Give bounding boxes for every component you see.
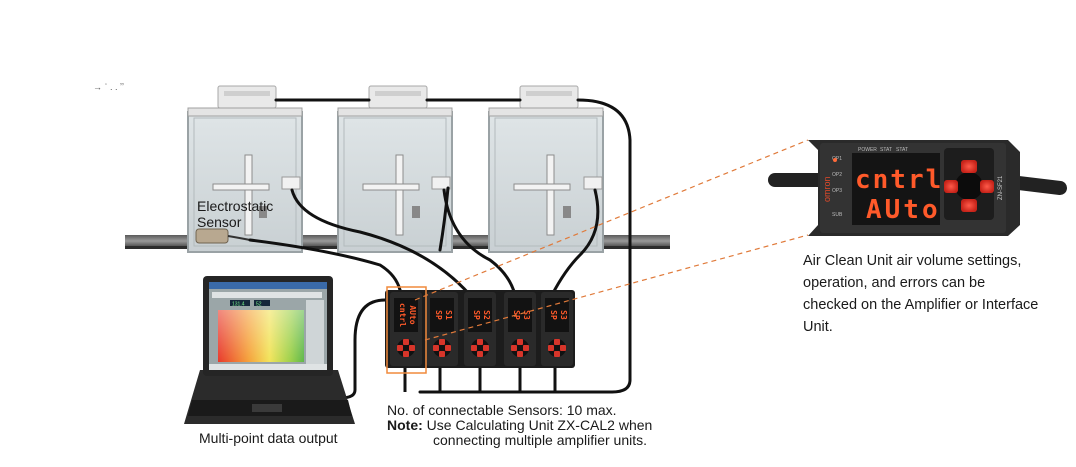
amplifier-unit-display-text: cntrl bbox=[398, 303, 407, 327]
amplifier-unit-display-text: S3 bbox=[522, 310, 531, 320]
amplifier-unit-key bbox=[554, 351, 560, 357]
connectable-sensors-text: No. of connectable Sensors: 10 max. bbox=[387, 402, 617, 418]
amplifier-unit-key bbox=[560, 345, 566, 351]
closeup-indicator-stat: STAT bbox=[880, 147, 892, 153]
amplifier-unit-display-text: SP bbox=[472, 310, 481, 320]
laptop-toolbar-value-2: 52 bbox=[256, 302, 262, 308]
amplifier-unit-keypad bbox=[397, 339, 415, 357]
amplifier-unit-key bbox=[483, 345, 489, 351]
amplifier-unit-display bbox=[394, 298, 418, 332]
amplifier-unit-key bbox=[403, 339, 409, 345]
clipped-top-label: → ʿ . . ʼʼ bbox=[93, 82, 124, 92]
amplifier-unit-key bbox=[397, 345, 403, 351]
closeup-side-label-op1: OP1 bbox=[832, 156, 842, 162]
amplifier-unit-key bbox=[409, 345, 415, 351]
amplifier-unit-key bbox=[445, 345, 451, 351]
amplifier-unit-key bbox=[548, 345, 554, 351]
multipoint-output-label: Multi-point data output bbox=[199, 430, 338, 446]
closeup-indicator-stat2: STAT bbox=[896, 147, 908, 153]
closeup-model-label: ZN-SF21 bbox=[998, 175, 1004, 200]
amplifier-unit-key bbox=[554, 339, 560, 345]
electrostatic-sensor-label-line1: Electrostatic bbox=[197, 198, 274, 214]
description-line: operation, and errors can be bbox=[803, 275, 986, 291]
closeup-side-label-op2: OP2 bbox=[832, 172, 842, 178]
note-text-line1: Use Calculating Unit ZX-CAL2 when bbox=[426, 417, 653, 433]
description-line: Unit. bbox=[803, 319, 833, 335]
amplifier-unit-display-text: AUto bbox=[408, 305, 417, 324]
amplifier-unit-display bbox=[468, 298, 492, 332]
amplifier-unit-key bbox=[517, 339, 523, 345]
amplifier-closeup: cntrl AUto omron POWER STAT STAT OP1 OP2… bbox=[768, 140, 1067, 236]
electrostatic-sensor-label-line2: Sensor bbox=[197, 214, 242, 230]
air-clean-booth bbox=[337, 85, 453, 253]
description-line: checked on the Amplifier or Interface bbox=[803, 297, 1039, 313]
closeup-display-line2: AUto bbox=[866, 195, 941, 225]
amplifier-unit-keypad bbox=[471, 339, 489, 357]
amplifier-unit-keypad bbox=[433, 339, 451, 357]
closeup-display-line1: cntrl bbox=[855, 165, 943, 195]
electrostatic-sensor bbox=[195, 228, 251, 244]
electrostatic-sensor-label: Electrostatic Sensor bbox=[197, 198, 273, 230]
amplifier-unit-key bbox=[511, 345, 517, 351]
amplifier-unit-key bbox=[471, 345, 477, 351]
sensor-note: No. of connectable Sensors: 10 max. Note… bbox=[387, 403, 652, 448]
note-text-line2: connecting multiple amplifier units. bbox=[433, 432, 647, 448]
laptop: 131.4 52 bbox=[184, 276, 355, 424]
callout-lines bbox=[414, 139, 809, 341]
amplifier-unit-key bbox=[517, 351, 523, 357]
highlight-frame bbox=[386, 286, 427, 374]
amplifier-unit-display-text: S1 bbox=[444, 310, 453, 320]
closeup-indicator-power: POWER bbox=[858, 147, 877, 153]
amplifier-unit-display-text: S3 bbox=[559, 310, 568, 320]
amplifier-unit-display-text: SP bbox=[434, 310, 443, 320]
amplifier-unit-display bbox=[430, 298, 454, 332]
amplifier-unit-display-text: S2 bbox=[482, 310, 491, 320]
air-clean-booth bbox=[488, 85, 604, 253]
closeup-side-label-op3: OP3 bbox=[832, 188, 842, 194]
description-line: Air Clean Unit air volume settings, bbox=[803, 253, 1022, 269]
amplifier-unit-key bbox=[439, 351, 445, 357]
amplifier-unit-key bbox=[403, 351, 409, 357]
closeup-side-label-sub: SUB bbox=[832, 212, 843, 218]
amplifier-unit-key bbox=[477, 339, 483, 345]
amplifier-unit-keypad bbox=[511, 339, 529, 357]
note-label: Note: bbox=[387, 417, 423, 433]
amplifier-unit-display-text: SP bbox=[549, 310, 558, 320]
closeup-description: Air Clean Unit air volume settings, oper… bbox=[803, 250, 1071, 338]
amplifier-unit-display bbox=[508, 298, 532, 332]
laptop-toolbar-value-1: 131.4 bbox=[232, 302, 245, 308]
closeup-brand: omron bbox=[822, 176, 832, 202]
amplifier-unit-key bbox=[439, 339, 445, 345]
amplifier-unit-key bbox=[477, 351, 483, 357]
amplifier-unit-key bbox=[433, 345, 439, 351]
amplifier-unit-keypad bbox=[548, 339, 566, 357]
amplifier-unit-key bbox=[523, 345, 529, 351]
